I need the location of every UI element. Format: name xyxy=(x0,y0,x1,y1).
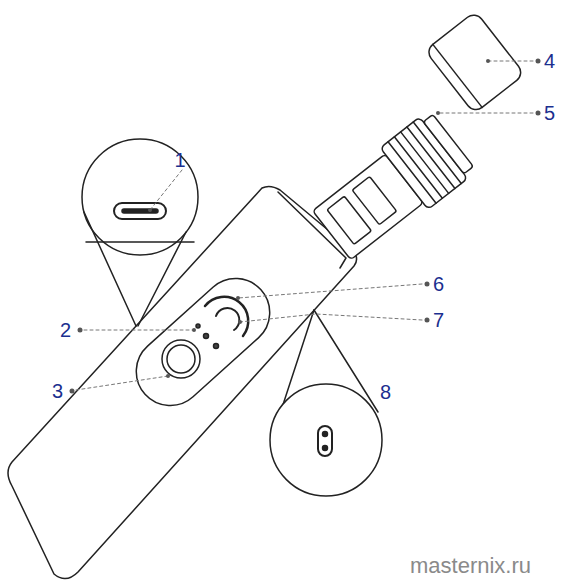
callout-number: 5 xyxy=(544,103,555,123)
callout-number: 2 xyxy=(60,320,71,340)
usb-port-inset xyxy=(82,139,198,255)
callout-number: 1 xyxy=(174,150,185,170)
button-panel xyxy=(122,265,283,420)
mode-icon xyxy=(196,324,200,328)
leader-line xyxy=(488,61,533,62)
leader-dot xyxy=(238,320,242,324)
leader-dot xyxy=(148,208,152,212)
inset-pointer xyxy=(138,232,186,326)
cap xyxy=(425,11,525,113)
inset-edge xyxy=(86,241,194,243)
leader-dot xyxy=(536,111,541,116)
brush-head xyxy=(308,110,477,266)
callout-number: 4 xyxy=(544,51,555,71)
callout-number: 6 xyxy=(433,274,444,294)
callout-number: 8 xyxy=(380,382,391,402)
leader-dot xyxy=(192,328,196,332)
device-body xyxy=(8,186,357,578)
leader-dot xyxy=(425,282,430,287)
leader-line xyxy=(76,376,168,390)
leader-line xyxy=(238,284,422,298)
leader-line xyxy=(84,330,194,331)
leader-dot xyxy=(70,389,75,394)
leader-dot xyxy=(425,318,430,323)
usb-c-port xyxy=(114,203,166,219)
callout-number: 7 xyxy=(433,310,444,330)
mode-icon xyxy=(204,334,209,339)
inset-pointer xyxy=(84,212,136,326)
leader-dots xyxy=(70,59,541,394)
mode-indicator-arc-inner xyxy=(216,308,239,330)
leader-lines xyxy=(76,61,533,390)
leader-line xyxy=(150,170,182,210)
sensor-window xyxy=(318,426,332,456)
leader-dot xyxy=(236,296,240,300)
leader-dot xyxy=(536,59,541,64)
leader-dot xyxy=(436,111,440,115)
usb-c-contacts xyxy=(122,209,158,213)
sensor-dot xyxy=(323,432,328,437)
power-button xyxy=(162,340,200,378)
sensor-inset xyxy=(270,384,382,496)
watermark: masternix.ru xyxy=(410,555,531,577)
leader-line xyxy=(240,314,422,322)
power-button-inner xyxy=(167,345,195,373)
mode-indicator-arc xyxy=(205,297,248,336)
leader-line xyxy=(438,113,533,114)
leader-dot xyxy=(166,374,170,378)
sensor-dot xyxy=(323,446,328,451)
mode-icon xyxy=(214,344,219,349)
callout-number: 3 xyxy=(52,381,63,401)
leader-dot xyxy=(486,59,490,63)
leader-dot xyxy=(78,328,83,333)
